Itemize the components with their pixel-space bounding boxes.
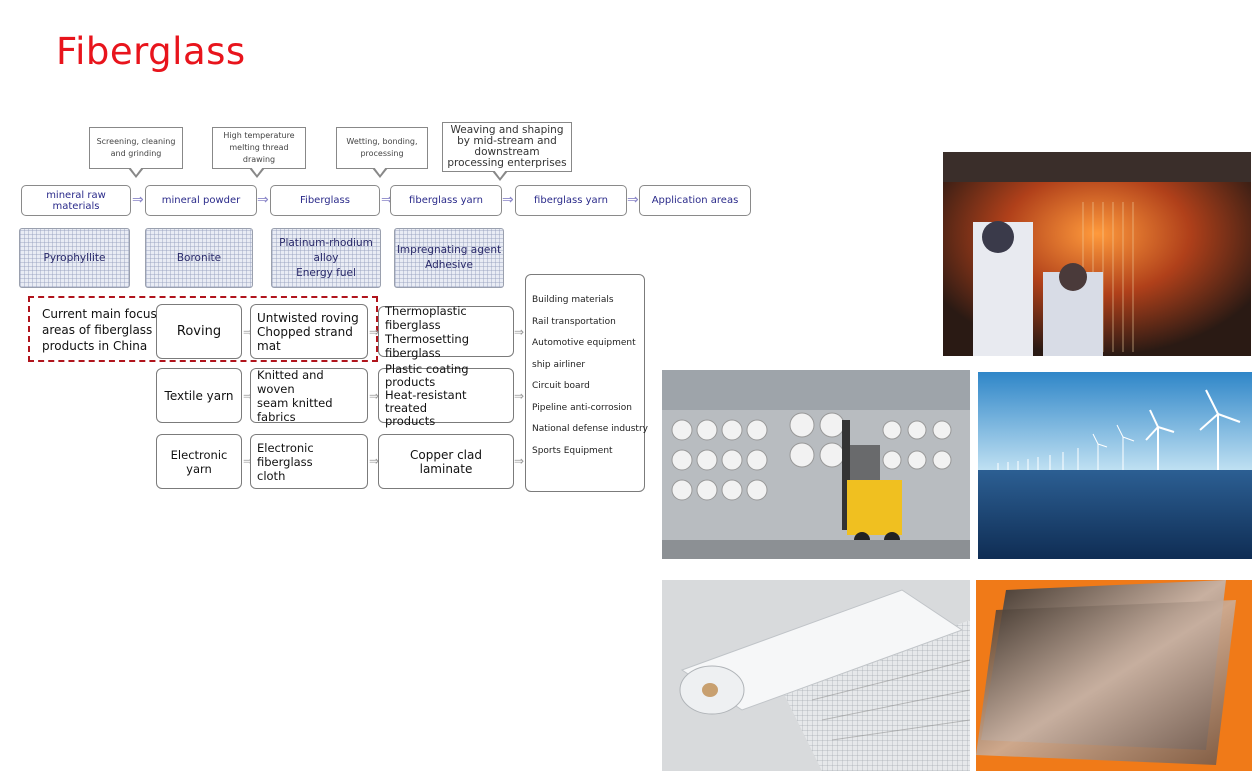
arrow-right-icon: ⇒ bbox=[132, 192, 144, 208]
product-textile: Plastic coating products Heat-resistant … bbox=[378, 363, 514, 428]
arrow-right-icon: ⇒ bbox=[243, 389, 254, 403]
callout-tail-4 bbox=[492, 170, 508, 181]
fiberglass-spools-forklift-photo bbox=[662, 370, 970, 559]
product-line: Thermosetting fiberglass bbox=[385, 331, 470, 360]
material-pyrophyllite: Pyrophyllite bbox=[19, 228, 130, 288]
callout-tail-2 bbox=[249, 167, 265, 178]
application-item: ship airliner bbox=[532, 359, 586, 370]
intermediate-textile: Knitted and woven seam knitted fabrics bbox=[250, 367, 368, 424]
stage-application-areas: Application areas bbox=[639, 185, 751, 216]
material-boronite: Boronite bbox=[145, 228, 253, 288]
material-platinum-rhodium: Platinum-rhodium alloy Energy fuel bbox=[271, 228, 381, 288]
arrow-right-icon: ⇒ bbox=[627, 192, 639, 208]
offshore-wind-turbines-photo bbox=[978, 372, 1252, 559]
yarn-roving: Roving bbox=[156, 304, 242, 359]
arrow-right-icon: ⇒ bbox=[381, 192, 393, 208]
stage-fiberglass-yarn: fiberglass yarn bbox=[390, 185, 502, 216]
callout-tail-3 bbox=[372, 167, 388, 178]
material-label: Platinum-rhodium alloy bbox=[279, 236, 373, 264]
intermediate-electronic: Electronic fiberglass cloth bbox=[250, 434, 368, 489]
application-item: Sports Equipment bbox=[532, 445, 613, 456]
arrow-right-icon: ⇒ bbox=[514, 389, 525, 403]
application-item: Automotive equipment bbox=[532, 338, 636, 348]
material-label: Adhesive bbox=[425, 259, 473, 271]
intermediate-line: Untwisted roving bbox=[257, 310, 359, 325]
process-note-1: Screening, cleaning and grinding bbox=[89, 127, 183, 169]
callout-tail-1 bbox=[128, 167, 144, 178]
stage-mineral-raw-materials: mineral raw materials bbox=[21, 185, 131, 216]
process-note-3: Wetting, bonding, processing bbox=[336, 127, 428, 169]
arrow-right-icon: ⇒ bbox=[243, 454, 254, 468]
application-item: Pipeline anti-corrosion bbox=[532, 402, 632, 413]
arrow-right-icon: ⇒ bbox=[243, 325, 254, 339]
product-line: Thermoplastic fiberglass bbox=[385, 303, 467, 332]
arrow-right-icon: ⇒ bbox=[502, 192, 514, 208]
material-impregnating-agent: Impregnating agent Adhesive bbox=[394, 228, 504, 288]
page-title: Fiberglass bbox=[56, 30, 246, 73]
arrow-right-icon: ⇒ bbox=[514, 454, 525, 468]
product-electronic: Copper clad laminate bbox=[378, 434, 514, 489]
application-item: National defense industry bbox=[532, 424, 648, 434]
copper-clad-sheets-photo bbox=[976, 580, 1252, 771]
intermediate-line: Chopped strand mat bbox=[257, 324, 353, 353]
stage-fiberglass: Fiberglass bbox=[270, 185, 380, 216]
arrow-right-icon: ⇒ bbox=[514, 325, 525, 339]
factory-workers-photo bbox=[943, 152, 1251, 356]
fiberglass-mesh-roll-photo bbox=[662, 580, 970, 771]
intermediate-line: seam knitted fabrics bbox=[257, 395, 333, 424]
product-line: Heat-resistant treated bbox=[385, 388, 467, 415]
arrow-right-icon: ⇒ bbox=[369, 389, 380, 403]
product-line: products bbox=[385, 414, 436, 428]
material-label: Energy fuel bbox=[296, 266, 356, 279]
material-label: Pyrophyllite bbox=[43, 251, 106, 264]
material-label: Impregnating agent bbox=[396, 244, 502, 256]
process-note-2: High temperature melting thread drawing bbox=[212, 127, 306, 169]
intermediate-line: Knitted and woven bbox=[257, 367, 324, 396]
application-item: Rail transportation bbox=[532, 316, 616, 327]
application-item: Building materials bbox=[532, 295, 614, 305]
yarn-electronic: Electronic yarn bbox=[156, 434, 242, 489]
intermediate-line: cloth bbox=[257, 468, 286, 483]
process-note-4: Weaving and shaping by mid-stream and do… bbox=[442, 122, 572, 172]
yarn-textile: Textile yarn bbox=[156, 368, 242, 423]
material-label: Boronite bbox=[176, 251, 222, 264]
stage-mineral-powder: mineral powder bbox=[145, 185, 257, 216]
intermediate-line: Electronic fiberglass bbox=[257, 440, 314, 469]
arrow-right-icon: ⇒ bbox=[257, 192, 269, 208]
intermediate-roving: Untwisted roving Chopped strand mat bbox=[250, 304, 368, 359]
product-roving: Thermoplastic fiberglass Thermosetting f… bbox=[378, 303, 514, 360]
product-line: Plastic coating products bbox=[385, 362, 469, 389]
focus-note: Current main focus areas of fiberglass p… bbox=[42, 307, 157, 353]
focus-area-frame bbox=[28, 296, 378, 362]
arrow-right-icon: ⇒ bbox=[369, 325, 380, 339]
application-areas-list: Building materials Rail transportation A… bbox=[525, 274, 648, 492]
application-item: Circuit board bbox=[532, 381, 590, 391]
arrow-right-icon: ⇒ bbox=[369, 454, 380, 468]
stage-fiberglass-yarn-2: fiberglass yarn bbox=[515, 185, 627, 216]
